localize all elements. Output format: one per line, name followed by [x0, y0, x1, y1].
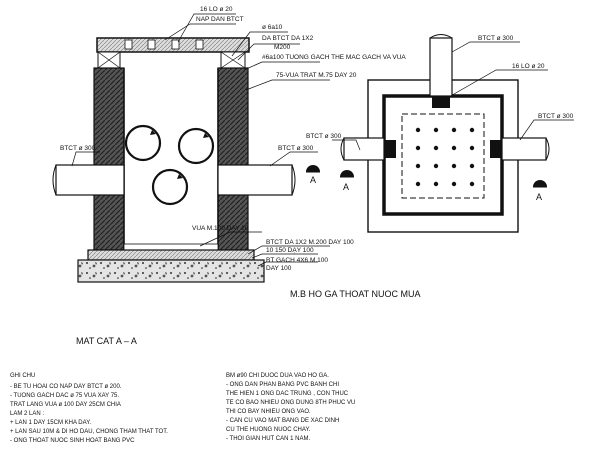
cut-mark-label: A [310, 175, 316, 185]
note-line: LAM 2 LAN : [10, 411, 44, 417]
label-bedding: BT GACH 4X6 M.100 [266, 257, 328, 264]
lid-holes [124, 39, 204, 50]
note-line: - THOI GIAN HUT CAN 1 NAM. [226, 436, 310, 442]
plan-label-holes: 16 LO ø 20 [512, 63, 545, 70]
label-wall: #6a100 TUONG GACH THE MAC GACH VA VUA [262, 54, 406, 61]
notes-left: - BE TU HOAI CO NAP DAY BTCT ø 200. - TU… [10, 384, 168, 444]
notes-heading: GHI CHU [10, 373, 35, 379]
plan-pipe-top [429, 37, 453, 97]
label-lid-holes: 16 LO ø 20 [200, 6, 233, 13]
left-wall [93, 67, 125, 251]
plan-pipe-left [343, 137, 385, 161]
note-line: - TUONG GACH DAC ø 75 VUA XAY 75. [10, 393, 119, 399]
label-lid: NAP DAN BTCT [196, 16, 244, 23]
label-bedding-thk: DAY 100 [266, 265, 292, 272]
label-pipe-left: BTCT ø 300 [60, 145, 96, 152]
plan-lid-opening [401, 113, 485, 199]
plan-label-pipe-left: BTCT ø 300 [306, 133, 342, 140]
right-pipe [217, 164, 293, 196]
note-line: - BE TU HOAI CO NAP DAY BTCT ø 200. [10, 384, 122, 390]
plan-holes-grid [415, 127, 475, 187]
section-title: MAT CAT A – A [76, 336, 137, 346]
label-floor-mortar: VUA M.100 DAY 20 [192, 225, 249, 232]
note-line: - ONG THOAT NUOC SINH HOAT BANG PVC [10, 438, 135, 444]
left-pipe [55, 164, 125, 196]
section-view: A 16 LO ø 20 NAP DAN BTCT ø 6a10 DA BTCT… [52, 6, 406, 346]
plan-cut-marker-right: A [533, 180, 547, 202]
note-line: TRAT LANG VUA ø 100 DAY 25CM CHIA [10, 402, 121, 408]
label-lid-slab: DA BTCT DA 1X2 [262, 35, 314, 42]
notes-right: BM ø90 CHI DUOC DUA VAO HO GA. - ONG DAN… [226, 373, 355, 442]
label-plaster: 75-VUA TRAT M.75 DAY 20 [276, 72, 357, 79]
plan-title: M.B HO GA THOAT NUOC MUA [290, 289, 421, 299]
section-cut-marker: A [306, 165, 320, 185]
svg-text:A: A [343, 182, 349, 192]
note-line: TE CO BAO NHIEU ONG DUNG 8TH PHUC VU [226, 400, 355, 406]
plan-view: A A BTCT ø 300 16 LO ø 20 BTCT ø 300 BTC… [290, 34, 574, 299]
note-line: THE HIEN 1 ONG DAC TRUNG , CON THUC [226, 391, 349, 397]
notes: GHI CHU - BE TU HOAI CO NAP DAY BTCT ø 2… [10, 373, 355, 444]
label-rebar: ø 6a10 [262, 24, 283, 31]
base-slab [87, 249, 255, 261]
note-line: BM ø90 CHI DUOC DUA VAO HO GA. [226, 373, 329, 379]
right-wall [217, 67, 249, 251]
note-line: THI CO BAY NHIEU ONG VAO. [226, 409, 311, 415]
svg-text:A: A [536, 192, 542, 202]
note-line: CU THE HUONG NUOC CHAY. [226, 427, 311, 433]
note-line: - CAN CU VAO MAT BANG DE XAC DINH [226, 418, 339, 424]
pipe-openings [124, 124, 215, 206]
plan-pipe-right [501, 137, 547, 161]
label-lid-slab-mark: M200 [274, 44, 291, 51]
plan-cut-marker-left: A [340, 170, 354, 192]
bedding [77, 259, 265, 283]
note-line: + LAN 1 DAY 15CM KHA DAY. [10, 420, 91, 426]
label-base-slab: BTCT DA 1X2 M.200 DAY 100 [266, 239, 354, 246]
plan-label-pipe-right: BTCT ø 300 [538, 113, 574, 120]
label-base-mark: 10 150 DẠY 100 [266, 247, 314, 254]
label-pipe-right: BTCT ø 300 [278, 145, 314, 152]
note-line: + LAN SAU 10M & DI HO DAU, CHONG THAM TH… [10, 429, 168, 435]
note-line: - ONG DAN PHAN BANG PVC BANH CHI [226, 382, 339, 388]
plan-label-pipe-top: BTCT ø 300 [478, 35, 514, 42]
